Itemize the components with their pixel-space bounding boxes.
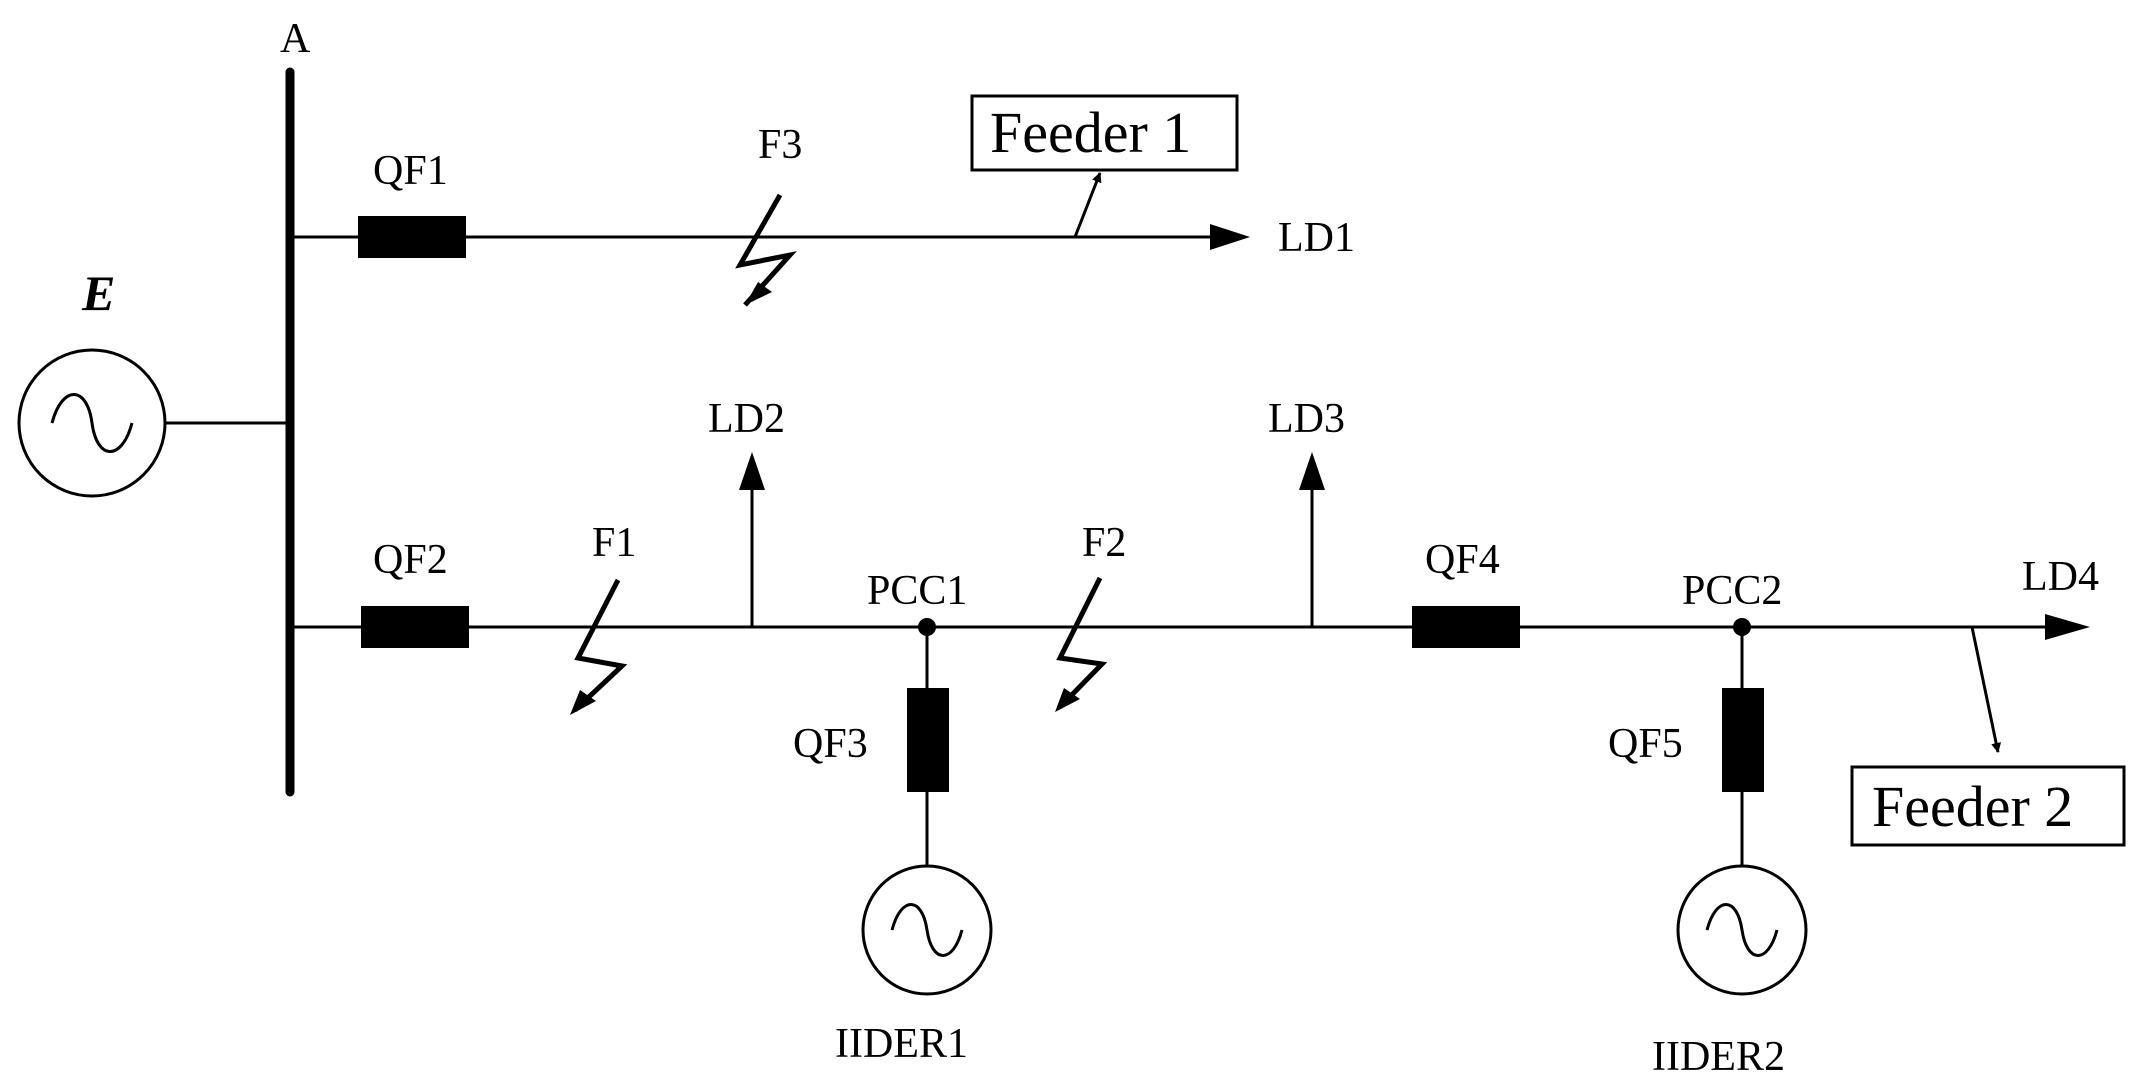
breaker-qf2 [361,606,469,648]
ld1-label: LD1 [1278,215,1355,261]
ld4-label: LD4 [2022,554,2099,600]
breaker-qf2-label: QF2 [373,537,448,583]
feeder1-box [970,94,1239,172]
feeder2-pointer [1970,626,2002,753]
ac-sine-icon [50,393,134,453]
ld3-label: LD3 [1268,396,1345,442]
ider1-generator [861,864,993,996]
fault-f2-label: F2 [1082,520,1126,566]
feeder1-pointer [1073,172,1102,238]
pcc1-label: PCC1 [867,568,967,614]
breaker-qf1-label: QF1 [373,148,448,194]
ider1-label: IIDER1 [835,1021,968,1067]
ider2-generator [1676,864,1808,996]
ld4-arrow [2045,614,2090,640]
ider2-label: IIDER2 [1652,1034,1785,1080]
feeder2-label: Feeder 2 [1872,774,2073,839]
feeder2-box [1850,765,2126,847]
ac-sine-icon [890,903,964,957]
pcc2-label: PCC2 [1682,568,1782,614]
ld1-arrow [1210,224,1250,250]
bus-label: A [280,16,311,62]
breaker-qf1 [358,216,466,258]
source-label: E [81,265,115,321]
breaker-qf5-label: QF5 [1608,721,1683,767]
ld2-arrow [739,452,765,490]
source-generator [17,348,167,498]
ac-sine-icon [1705,903,1779,957]
ld2-label: LD2 [708,396,785,442]
breaker-qf3-label: QF3 [793,721,868,767]
fault-f3 [735,193,797,307]
feeder1-label: Feeder 1 [990,100,1191,165]
breaker-qf3 [907,688,949,792]
fault-f2 [1055,576,1108,712]
ld3-arrow [1299,452,1325,490]
fault-f1-label: F1 [592,520,636,566]
breaker-qf4-label: QF4 [1425,537,1500,583]
breaker-qf4 [1412,606,1520,648]
breaker-qf5 [1722,688,1764,792]
fault-f3-label: F3 [758,122,802,168]
fault-f1 [570,578,628,715]
